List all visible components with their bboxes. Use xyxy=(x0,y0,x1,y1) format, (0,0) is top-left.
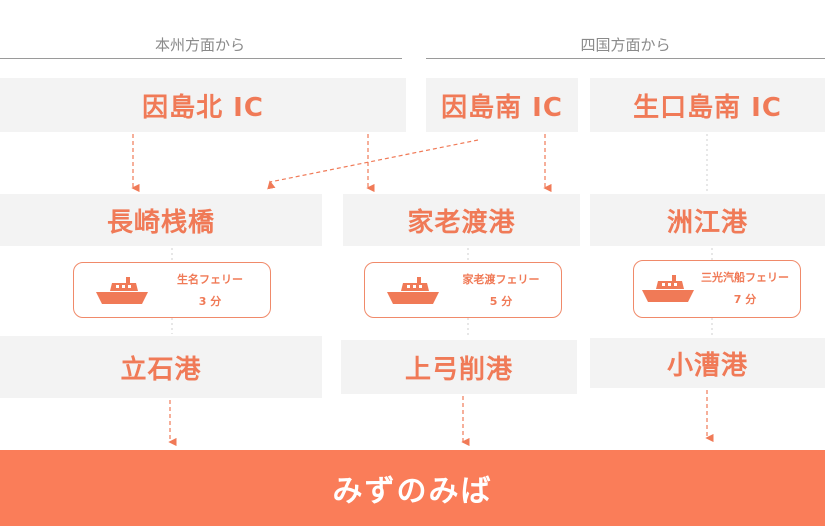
ferry-habu-time: 3 分 xyxy=(198,295,222,308)
ic-innoshima-minami: 因島南 IC xyxy=(426,78,578,132)
port-kamiyugesaku: 上弓削港 xyxy=(341,340,577,394)
header-shikoku: 四国方面から xyxy=(580,36,671,54)
ferry-sanko: 三光汽船フェリー 7 分 xyxy=(633,260,801,318)
destination-banner: みずのみば xyxy=(0,450,825,526)
ferry-karo-time: 5 分 xyxy=(489,295,513,308)
port-karo: 家老渡港 xyxy=(343,194,580,246)
ferry-karo-text: 家老渡フェリー 5 分 xyxy=(445,269,557,313)
ferry-karo: 家老渡フェリー 5 分 xyxy=(364,262,562,318)
ferry-sanko-time: 7 分 xyxy=(733,293,757,306)
ic-ikuchijima-minami: 生口島南 IC xyxy=(590,78,825,132)
ferry-karo-name: 家老渡フェリー xyxy=(462,273,540,286)
port-kobukuro: 小漕港 xyxy=(590,338,825,388)
ic-innoshima-kita: 因島北 IC xyxy=(0,78,406,132)
port-nagasaki: 長崎桟橋 xyxy=(0,194,322,246)
header-honshu: 本州方面から xyxy=(154,36,245,54)
ferry-sanko-name: 三光汽船フェリー xyxy=(701,271,789,284)
header-shikoku-underline xyxy=(426,58,825,59)
port-tateishi: 立石港 xyxy=(0,336,322,398)
ferry-habu-text: 生名フェリー 3 分 xyxy=(154,269,266,313)
ship-icon xyxy=(387,277,439,304)
ferry-habu: 生名フェリー 3 分 xyxy=(73,262,271,318)
ferry-sanko-text: 三光汽船フェリー 7 分 xyxy=(694,267,796,311)
port-sue: 洲江港 xyxy=(590,194,825,246)
ship-icon xyxy=(642,275,694,302)
arrow-minami-nagasaki xyxy=(267,139,479,190)
ferry-habu-name: 生名フェリー xyxy=(177,273,243,286)
header-honshu-underline xyxy=(0,58,402,59)
ship-icon xyxy=(96,277,148,304)
